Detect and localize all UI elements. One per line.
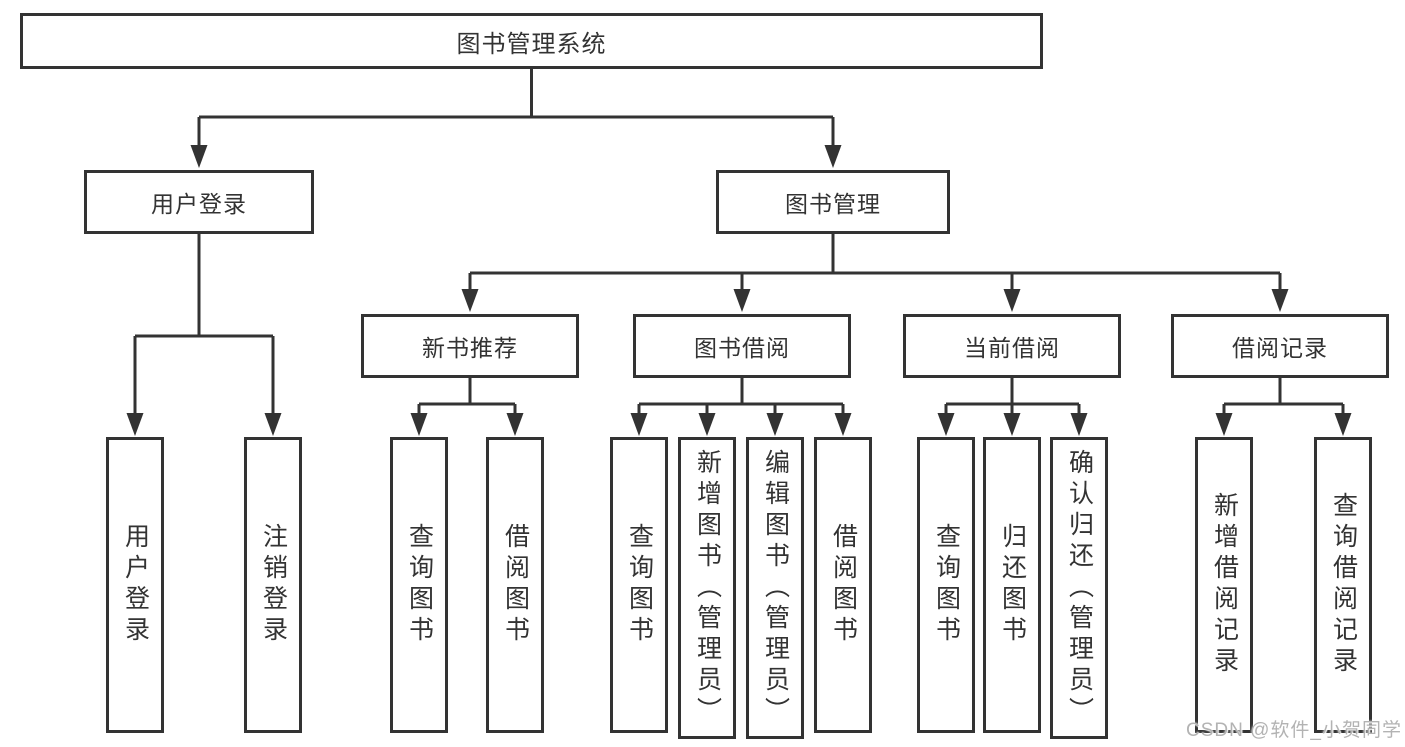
edge-new-book-children <box>410 378 524 436</box>
leaf-borrow-borrow-books-label: 借阅图书 <box>829 523 858 647</box>
leaf-borrow-add-books-admin: 新增图书（管理员） <box>678 437 736 739</box>
edge-root-to-level2 <box>190 69 842 168</box>
leaf-borrow-borrow-books: 借阅图书 <box>814 437 872 733</box>
leaf-current-query-books: 查询图书 <box>917 437 975 733</box>
leaf-borrow-query-books-label: 查询图书 <box>625 523 654 647</box>
leaf-current-confirm-return-admin: 确认归还（管理员） <box>1050 437 1108 739</box>
csdn-watermark: CSDN @软件_小贺同学 <box>1186 720 1402 741</box>
leaf-newbook-query-books: 查询图书 <box>390 437 448 733</box>
leaf-user-login-label: 用户登录 <box>121 523 150 647</box>
leaf-newbook-borrow-books-label: 借阅图书 <box>501 523 530 647</box>
leaf-borrow-query-books: 查询图书 <box>610 437 668 733</box>
node-root-system: 图书管理系统 <box>20 13 1043 69</box>
node-borrow-records: 借阅记录 <box>1171 314 1389 378</box>
node-new-book-recommend: 新书推荐 <box>361 314 579 378</box>
leaf-record-add-borrow-record-label: 新增借阅记录 <box>1210 492 1239 678</box>
leaf-newbook-borrow-books: 借阅图书 <box>486 437 544 733</box>
node-current-borrow-label: 当前借阅 <box>964 335 1060 361</box>
edge-current-borrow-children <box>937 378 1088 436</box>
node-new-book-recommend-label: 新书推荐 <box>422 335 518 361</box>
leaf-user-login: 用户登录 <box>106 437 164 733</box>
node-user-login: 用户登录 <box>84 170 314 234</box>
leaf-borrow-edit-books-admin: 编辑图书（管理员） <box>746 437 804 739</box>
node-book-management: 图书管理 <box>716 170 950 234</box>
leaf-logout: 注销登录 <box>244 437 302 733</box>
leaf-current-confirm-return-admin-label: 确认归还（管理员） <box>1065 448 1094 728</box>
leaf-record-add-borrow-record: 新增借阅记录 <box>1195 437 1253 733</box>
edge-book-management-children <box>461 234 1289 312</box>
leaf-current-return-books: 归还图书 <box>983 437 1041 733</box>
leaf-borrow-add-books-admin-label: 新增图书（管理员） <box>693 448 722 728</box>
edge-user-login-children <box>126 234 282 436</box>
node-borrow-records-label: 借阅记录 <box>1232 335 1328 361</box>
node-book-borrow-label: 图书借阅 <box>694 335 790 361</box>
node-book-borrow: 图书借阅 <box>633 314 851 378</box>
node-root-system-label: 图书管理系统 <box>456 30 607 58</box>
edge-borrow-record-children <box>1215 378 1352 436</box>
node-book-management-label: 图书管理 <box>785 191 881 217</box>
leaf-current-return-books-label: 归还图书 <box>998 523 1027 647</box>
node-current-borrow: 当前借阅 <box>903 314 1121 378</box>
leaf-borrow-edit-books-admin-label: 编辑图书（管理员） <box>761 448 790 728</box>
leaf-newbook-query-books-label: 查询图书 <box>405 523 434 647</box>
leaf-record-query-borrow-record-label: 查询借阅记录 <box>1329 492 1358 678</box>
edge-book-borrow-children <box>630 378 852 436</box>
leaf-current-query-books-label: 查询图书 <box>932 523 961 647</box>
node-user-login-label: 用户登录 <box>151 191 247 217</box>
leaf-record-query-borrow-record: 查询借阅记录 <box>1314 437 1372 733</box>
leaf-logout-label: 注销登录 <box>259 523 288 647</box>
